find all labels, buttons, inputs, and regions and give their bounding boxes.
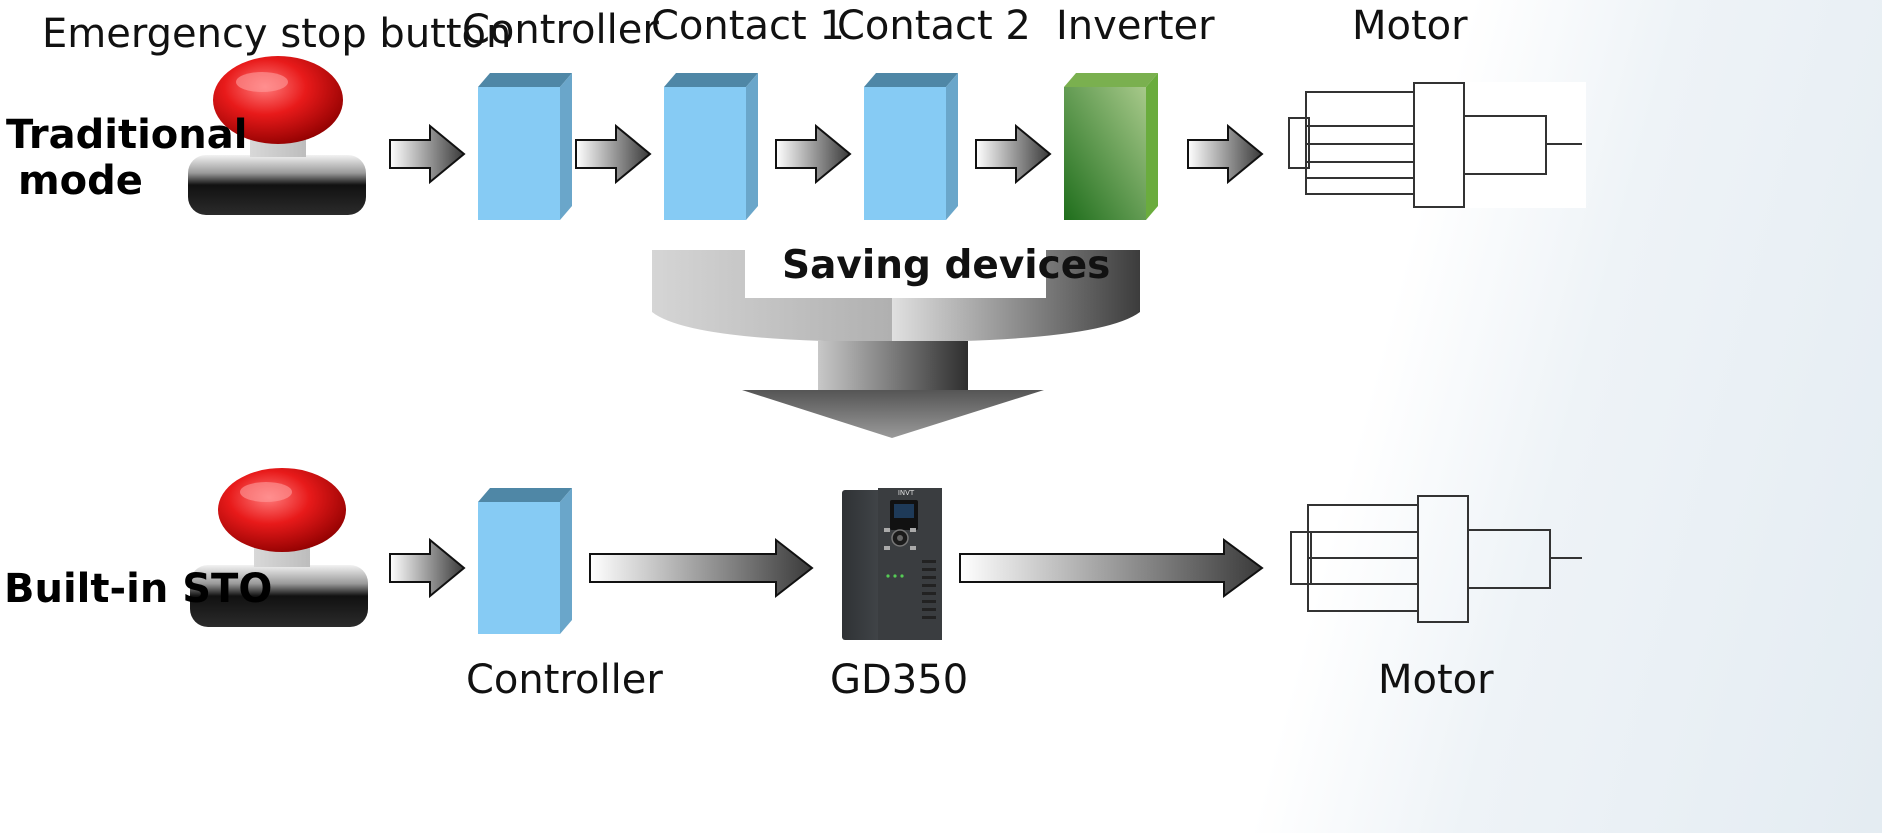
- contact-2-block: [864, 73, 958, 220]
- controller-block-bottom: [478, 488, 572, 634]
- label-controller-top: Controller: [462, 7, 659, 53]
- drive-brand-logo: INVT: [898, 489, 915, 497]
- label-motor-top: Motor: [1352, 3, 1468, 49]
- arrow-bottom-1: [389, 537, 466, 599]
- label-saving-devices: Saving devices: [782, 243, 1111, 288]
- label-traditional-line2: mode: [18, 158, 143, 204]
- label-emergency-stop-button: Emergency stop button: [42, 11, 512, 57]
- label-motor-bottom: Motor: [1378, 657, 1494, 703]
- arrow-top-3: [775, 123, 852, 185]
- inverter-block: [1064, 73, 1158, 220]
- motor-drawing-top: [1286, 82, 1586, 208]
- controller-block-top: [478, 73, 572, 220]
- label-gd350: GD350: [830, 657, 969, 703]
- arrow-top-5: [1187, 123, 1264, 185]
- label-traditional-mode: Traditional mode: [6, 112, 247, 204]
- label-inverter: Inverter: [1056, 3, 1215, 49]
- arrow-top-1: [389, 123, 466, 185]
- label-controller-bottom: Controller: [466, 657, 663, 703]
- label-built-in-sto: Built-in STO: [4, 566, 273, 612]
- arrow-top-4: [975, 123, 1052, 185]
- arrow-bottom-2: [589, 537, 814, 599]
- gd350-drive: INVT: [842, 488, 942, 640]
- arrow-top-2: [575, 123, 652, 185]
- motor-drawing-bottom: [1290, 495, 1582, 623]
- label-contact-1: Contact 1: [651, 3, 845, 49]
- emergency-stop-button-top: [188, 56, 366, 215]
- emergency-stop-button-bottom: [190, 468, 368, 627]
- contact-1-block: [664, 73, 758, 220]
- arrow-bottom-3: [959, 538, 1264, 598]
- label-contact-2: Contact 2: [837, 3, 1031, 49]
- label-traditional-line1: Traditional: [6, 112, 248, 158]
- saving-devices-bracket: [652, 250, 1140, 438]
